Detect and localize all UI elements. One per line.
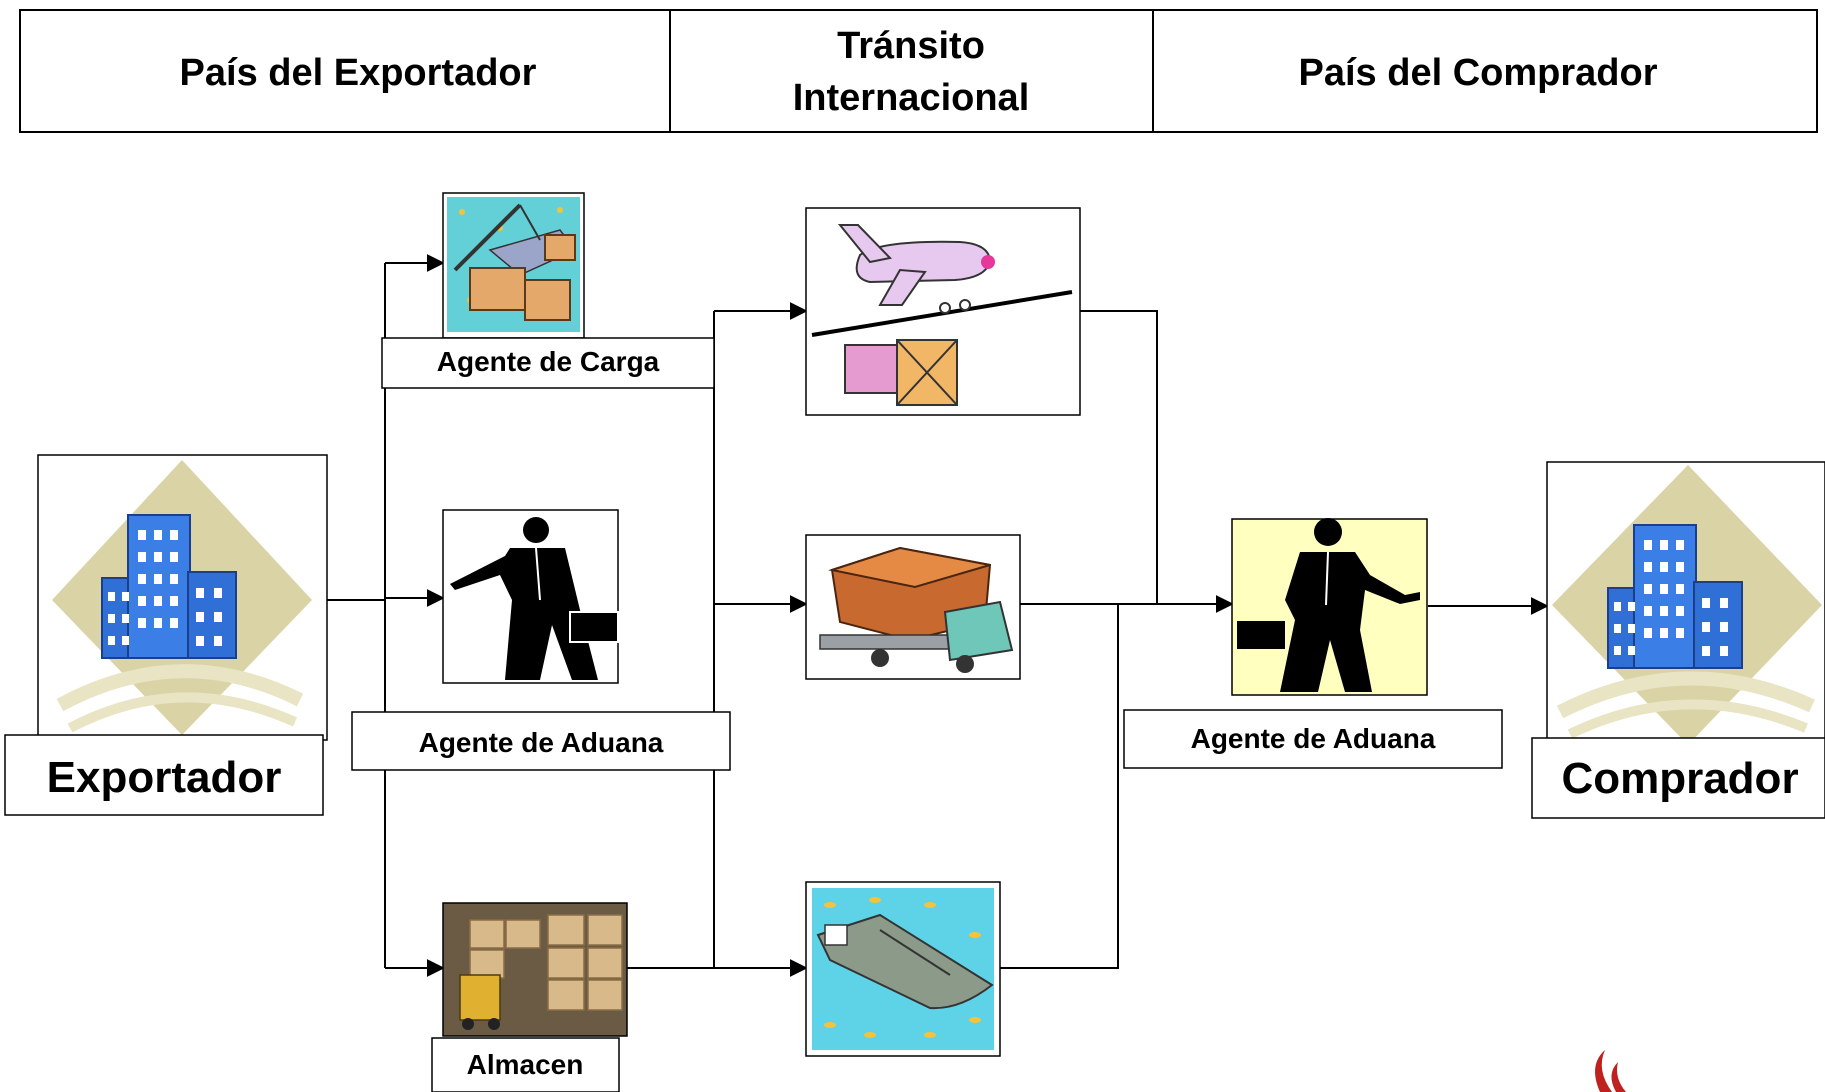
customs-agent-destination-label: Agente de Aduana [1191, 723, 1436, 754]
header-buyer-country: País del Comprador [1299, 52, 1658, 94]
road-transport-node [805, 534, 1021, 680]
flame-logo-icon [1595, 1050, 1626, 1092]
office-building-icon [37, 454, 328, 741]
exporter-node: Exportador [4, 454, 328, 816]
header-exporter-country: País del Exportador [180, 52, 537, 94]
connector-sea-out [1000, 604, 1119, 969]
cargo-ship-icon [805, 881, 1001, 1057]
buyer-node: Comprador [1531, 461, 1825, 819]
delivery-truck-icon [805, 534, 1021, 680]
header-transit-line2: Internacional [793, 77, 1030, 119]
connectors [327, 254, 1549, 977]
cargo-agent-label: Agente de Carga [437, 346, 660, 377]
customs-agent-origin-node: Agente de Aduana [351, 509, 731, 771]
cargo-agent-node: Agente de Carga [381, 192, 715, 389]
warehouse-node: Almacen [431, 902, 628, 1092]
customs-agent-origin-label: Agente de Aduana [419, 727, 664, 758]
customs-agent-destination-node: Agente de Aduana [1123, 518, 1503, 769]
air-transport-node [805, 207, 1081, 416]
businessman-icon [442, 509, 619, 684]
warehouse-label: Almacen [467, 1049, 584, 1080]
header-transit-line1: Tránsito [837, 25, 985, 67]
airplane-cargo-icon [805, 207, 1081, 416]
office-building-icon [1546, 461, 1825, 745]
sea-transport-node [805, 881, 1001, 1057]
header-band: País del Exportador Tránsito Internacion… [19, 9, 1818, 133]
warehouse-forklift-icon [442, 902, 628, 1037]
buyer-label: Comprador [1561, 754, 1798, 803]
exporter-label: Exportador [47, 753, 282, 802]
connector-air-out [1080, 310, 1158, 604]
port-crane-cargo-icon [442, 192, 585, 339]
businessman-icon [1231, 518, 1428, 696]
